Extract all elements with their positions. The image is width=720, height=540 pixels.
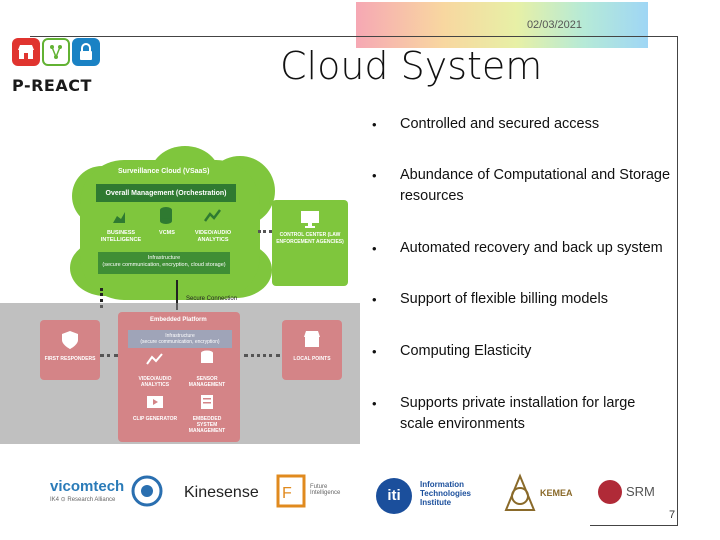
iti-logo-text: Information Technologies Institute bbox=[420, 480, 471, 507]
cloud-node-label: VCMS bbox=[159, 230, 175, 236]
local-points-box: LOCAL POINTS bbox=[282, 320, 342, 380]
list-item: Controlled and secured access bbox=[372, 114, 672, 135]
page-title: Cloud System bbox=[280, 44, 543, 88]
embedded-infrastructure-bar: Infrastructure (secure communication, en… bbox=[128, 330, 232, 348]
secure-connection-line bbox=[176, 280, 179, 310]
embedded-node-label: CLIP GENERATOR bbox=[132, 416, 178, 422]
document-icon bbox=[201, 395, 213, 409]
vicomtech-logo: vicomtech bbox=[50, 478, 125, 495]
astesis-logo-icon bbox=[131, 475, 163, 507]
analytics-icon bbox=[204, 209, 221, 222]
first-responders-box: FIRST RESPONDERS bbox=[40, 320, 100, 380]
control-center-box: CONTROL CENTER (LAW ENFORCEMENT AGENCIES… bbox=[272, 200, 348, 286]
dashed-connector bbox=[100, 354, 118, 357]
embedded-node-label: EMBEDDED SYSTEM MANAGEMENT bbox=[188, 416, 226, 434]
surveillance-cloud bbox=[80, 160, 260, 300]
partner-logos: vicomtech IK4 ⊙ Research Alliance Kinese… bbox=[40, 468, 670, 518]
control-center-label: CONTROL CENTER (LAW ENFORCEMENT AGENCIES… bbox=[276, 232, 344, 245]
first-responders-label: FIRST RESPONDERS bbox=[44, 356, 96, 362]
cloud-infrastructure-bar: Infrastructure (secure communication, en… bbox=[98, 252, 230, 274]
infrastructure-title: Infrastructure bbox=[147, 255, 181, 261]
logo-text: P-REACT bbox=[12, 76, 92, 95]
database-icon bbox=[160, 207, 172, 224]
dashed-connector bbox=[100, 288, 103, 308]
embedded-infra-subtitle: (secure communication, encryption) bbox=[140, 339, 220, 345]
future-intelligence-icon: F bbox=[276, 474, 306, 508]
chart-icon bbox=[113, 212, 125, 223]
local-points-label: LOCAL POINTS bbox=[293, 356, 331, 362]
list-item: Supports private installation for large … bbox=[372, 393, 672, 435]
embedded-node-label: SENSOR MANAGEMENT bbox=[188, 376, 226, 388]
shop-icon bbox=[12, 38, 40, 66]
dashed-connector bbox=[258, 230, 272, 233]
future-intelligence-logo: Future Intelligence bbox=[310, 484, 341, 496]
p-react-logo: P-REACT bbox=[12, 38, 112, 102]
srm-emblem-icon bbox=[598, 480, 622, 504]
embedded-node-label: VIDEO/AUDIO ANALYTICS bbox=[138, 376, 172, 388]
shield-icon bbox=[62, 331, 78, 349]
network-icon bbox=[42, 38, 70, 66]
list-item: Support of flexible billing models bbox=[372, 289, 672, 310]
vicomtech-subtitle: IK4 ⊙ Research Alliance bbox=[50, 497, 116, 503]
srm-logo: SRM bbox=[626, 484, 655, 499]
frame-line-right bbox=[677, 36, 678, 526]
feature-list: Controlled and secured access Abundance … bbox=[372, 114, 672, 435]
list-item: Automated recovery and back up system bbox=[372, 238, 672, 259]
secure-connection-label: Secure Connection bbox=[186, 296, 238, 302]
dashed-connector bbox=[244, 354, 280, 357]
embedded-infra-title: Infrastructure bbox=[165, 333, 195, 339]
page-number: 7 bbox=[669, 509, 676, 521]
database-icon bbox=[201, 350, 213, 363]
cloud-title: Surveillance Cloud (VSaaS) bbox=[118, 168, 210, 175]
list-item: Computing Elasticity bbox=[372, 341, 672, 362]
embedded-title: Embedded Platform bbox=[150, 317, 207, 323]
kemea-logo: KEMEA bbox=[540, 488, 573, 498]
analytics-icon bbox=[146, 353, 163, 365]
film-icon bbox=[147, 396, 163, 408]
kemea-emblem-icon bbox=[504, 473, 536, 511]
infrastructure-subtitle: (secure communication, encryption, cloud… bbox=[102, 262, 226, 268]
iti-logo: iti bbox=[376, 478, 412, 514]
cloud-node-label: BUSINESS INTELLIGENCE bbox=[100, 230, 142, 243]
date-banner: 02/03/2021 bbox=[356, 2, 648, 48]
architecture-diagram: Surveillance Cloud (VSaaS) Overall Manag… bbox=[0, 130, 360, 450]
shop-icon bbox=[304, 331, 320, 347]
frame-line-top bbox=[30, 36, 678, 37]
svg-text:F: F bbox=[282, 485, 292, 502]
cloud-node-label: VIDEO/AUDIO ANALYTICS bbox=[194, 230, 232, 243]
slide-date: 02/03/2021 bbox=[526, 19, 582, 31]
monitor-icon bbox=[301, 211, 319, 228]
list-item: Abundance of Computational and Storage r… bbox=[372, 165, 672, 207]
lock-icon bbox=[72, 38, 100, 66]
frame-line-bottom bbox=[590, 525, 678, 526]
orchestration-bar: Overall Management (Orchestration) bbox=[96, 184, 236, 202]
kinesense-logo: Kinesense bbox=[184, 484, 259, 501]
